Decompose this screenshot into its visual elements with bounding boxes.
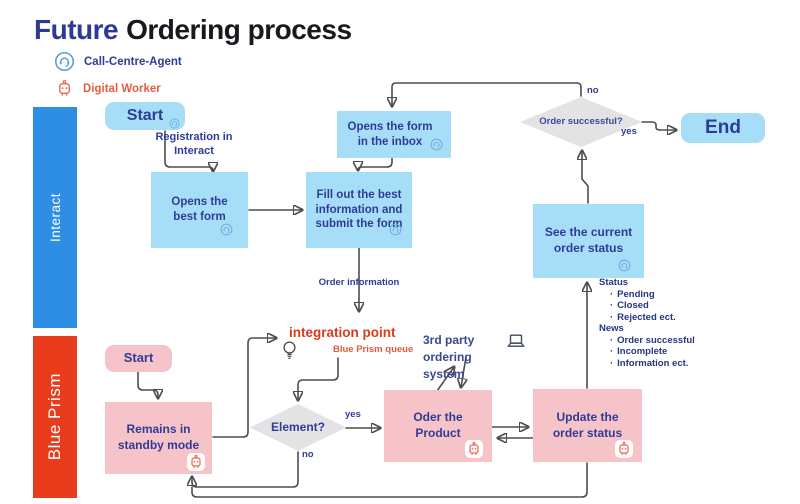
node-fill-out-form: Fill out the best information and submit… bbox=[306, 172, 412, 248]
node-update-order-status-label: Update the order status bbox=[552, 409, 623, 440]
laptop-icon bbox=[505, 331, 527, 353]
node-remains-standby: Remains in standby mode bbox=[105, 402, 212, 474]
status-header: Status bbox=[599, 277, 629, 288]
digital-worker-icon bbox=[55, 79, 74, 98]
call-centre-agent-icon bbox=[389, 223, 402, 236]
list-item: Incomplete bbox=[610, 346, 695, 358]
annotation-integration-point: integration point bbox=[289, 325, 396, 340]
node-order-successful: Order successful? bbox=[520, 97, 642, 147]
legend-digital-worker: Digital Worker bbox=[55, 79, 161, 98]
edge-label-yes: yes bbox=[621, 126, 637, 137]
annotation-third-party-label: 3rd party ordering system bbox=[423, 333, 475, 381]
node-element: Element? bbox=[250, 404, 346, 451]
news-header: News bbox=[599, 323, 624, 334]
lightbulb-icon bbox=[279, 340, 300, 361]
node-start-interact-label: Start bbox=[126, 106, 164, 124]
list-item: Order successful bbox=[610, 335, 695, 347]
edge-label-no: no bbox=[587, 85, 599, 96]
title-rest: Ordering process bbox=[126, 14, 352, 45]
edge-label-registration: Registration in Interact bbox=[155, 131, 233, 157]
list-item: Information ect. bbox=[610, 358, 695, 370]
lane-blue-prism-label: Blue Prism bbox=[45, 373, 64, 461]
lane-interact-label: Interact bbox=[47, 192, 63, 243]
node-see-order-status-label: See the current order status bbox=[544, 225, 633, 255]
node-order-successful-label: Order successful? bbox=[539, 115, 623, 127]
annotation-blue-prism-queue: Blue Prism queue bbox=[333, 344, 414, 355]
edge-label-order-information: Order information bbox=[318, 277, 400, 288]
list-item: Pending bbox=[610, 289, 695, 301]
lane-blue-prism: Blue Prism bbox=[33, 336, 77, 498]
node-end-label: End bbox=[705, 116, 741, 138]
node-update-order-status: Update the order status bbox=[533, 389, 642, 462]
status-list: Pending Closed Rejected ect. bbox=[599, 289, 695, 324]
digital-worker-icon bbox=[187, 453, 205, 471]
node-remains-standby-label: Remains in standby mode bbox=[117, 422, 200, 452]
node-start-blue-prism: Start bbox=[105, 345, 172, 372]
call-centre-agent-icon bbox=[169, 118, 180, 129]
digital-worker-icon bbox=[465, 440, 483, 458]
node-fill-out-form-label: Fill out the best information and submit… bbox=[315, 188, 403, 231]
legend-agent-label: Call-Centre-Agent bbox=[84, 55, 182, 68]
lane-interact: Interact bbox=[33, 107, 77, 328]
call-centre-agent-icon bbox=[618, 259, 631, 272]
legend-call-centre-agent: Call-Centre-Agent bbox=[54, 51, 182, 72]
legend-worker-label: Digital Worker bbox=[83, 82, 161, 95]
news-list: Order successful Incomplete Information … bbox=[599, 335, 695, 370]
call-centre-agent-icon bbox=[430, 138, 443, 151]
digital-worker-icon bbox=[615, 440, 633, 458]
list-item: Closed bbox=[610, 300, 695, 312]
title-highlight: Future bbox=[34, 14, 119, 45]
list-item: Rejected ect. bbox=[610, 312, 695, 324]
edge-label-no-element: no bbox=[302, 449, 314, 460]
node-opens-form-inbox: Opens the form in the inbox bbox=[337, 111, 451, 158]
node-opens-best-form: Opens the best form bbox=[151, 172, 248, 248]
annotation-third-party-system: 3rd party ordering system bbox=[423, 332, 515, 383]
call-centre-agent-icon bbox=[54, 51, 75, 72]
annotation-status-news: Status Pending Closed Rejected ect. News… bbox=[599, 277, 695, 369]
node-element-label: Element? bbox=[270, 419, 325, 434]
node-order-product: Oder the Product bbox=[384, 390, 492, 462]
node-opens-best-form-label: Opens the best form bbox=[171, 196, 228, 223]
edge-label-yes-element: yes bbox=[345, 409, 361, 420]
node-start-blue-prism-label: Start bbox=[123, 350, 154, 366]
call-centre-agent-icon bbox=[220, 223, 233, 236]
node-end: End bbox=[681, 113, 765, 143]
node-opens-form-inbox-label: Opens the form in the inbox bbox=[347, 120, 433, 148]
node-start-interact: Start bbox=[105, 102, 185, 130]
node-order-product-label: Oder the Product bbox=[413, 410, 463, 440]
node-see-order-status: See the current order status bbox=[533, 204, 644, 278]
